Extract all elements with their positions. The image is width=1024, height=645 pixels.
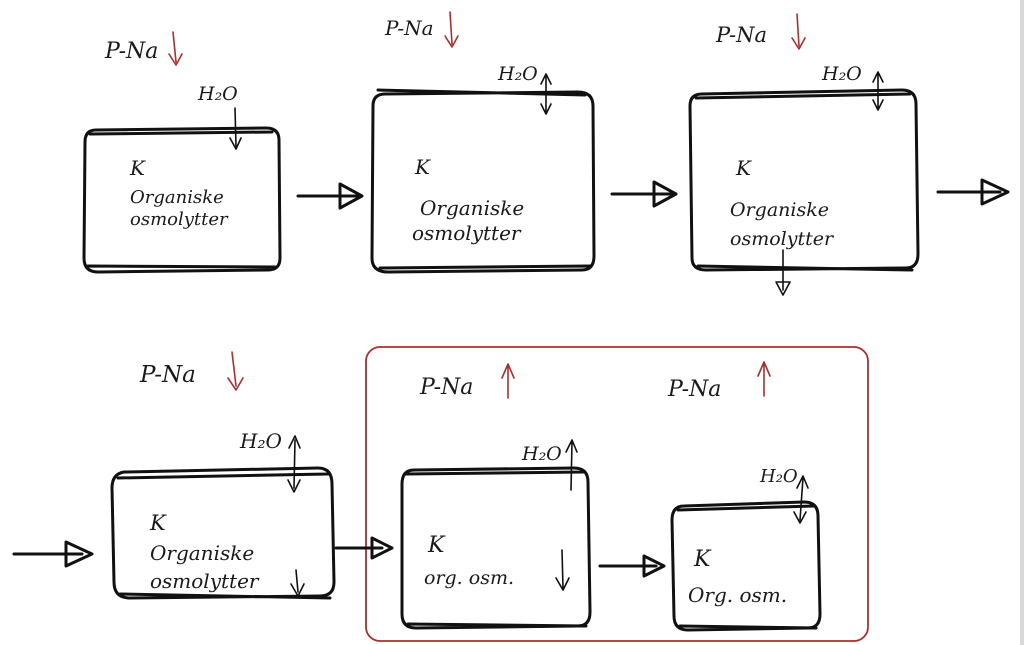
org-osm-label-5: org. osm. — [424, 567, 514, 589]
highlight-frame — [365, 346, 869, 642]
p-na-label-4: P-Na — [139, 362, 196, 388]
p-na-down-arrow-icon-1 — [168, 31, 183, 66]
cell-2: P-Na H₂O K Organiske osmolytter — [370, 11, 596, 274]
organic-label-2a: Organiske — [420, 196, 524, 220]
organic-label-3b: osmolytter — [730, 228, 835, 250]
organic-label-4a: Organiske — [150, 541, 254, 565]
cell-box-5 — [400, 466, 592, 630]
cell-6: P-Na H₂O K Org. osm. — [667, 361, 822, 632]
p-na-down-arrow-icon-2 — [444, 11, 459, 48]
cell-box-2 — [370, 88, 596, 274]
p-na-down-arrow-icon-4 — [227, 351, 244, 391]
flow-arrow-icon-2 — [610, 180, 678, 208]
flow-arrow-icon-3 — [936, 178, 1010, 206]
flow-arrow-icon-1 — [296, 182, 364, 210]
cell-box-1 — [82, 126, 282, 274]
h2o-updown-arrow-icon-4 — [287, 435, 301, 493]
p-na-up-arrow-icon-6 — [757, 361, 771, 397]
cation-label-4: K — [149, 511, 167, 535]
flow-arrow-icon-5 — [598, 554, 666, 578]
cell-4: P-Na H₂O K Organiske osmolytter — [110, 351, 336, 600]
cell-1: P-Na H₂O K Organiske osmolytter — [82, 31, 282, 274]
org-osm-label-6: Org. osm. — [688, 583, 787, 607]
osmolyte-down-arrow-icon-3 — [775, 249, 791, 296]
p-na-label-5: P-Na — [419, 375, 473, 400]
p-na-label-2: P-Na — [384, 16, 434, 40]
right-edge-shadow — [1020, 0, 1024, 645]
osmolyte-down-arrow-icon-4 — [290, 569, 305, 597]
organic-label-2b: osmolytter — [412, 221, 522, 245]
osmolyte-down-arrow-icon-5 — [555, 549, 570, 591]
cell-3: P-Na H₂O K Organiske osmolytter — [688, 13, 920, 296]
cell-box-6 — [670, 500, 822, 632]
h2o-label-1: H₂O — [197, 83, 238, 105]
organic-label-4b: osmolytter — [150, 569, 260, 593]
cation-label-1: K — [129, 156, 146, 180]
flow-arrow-icon-incoming — [12, 540, 94, 568]
organic-label-3a: Organiske — [730, 199, 829, 221]
h2o-up-arrow-icon-5 — [565, 439, 578, 491]
cation-label-2: K — [414, 155, 431, 179]
cell-box-3 — [688, 88, 920, 272]
p-na-label-1: P-Na — [104, 39, 158, 64]
h2o-label-4: H₂O — [239, 429, 282, 453]
h2o-label-6: H₂O — [759, 466, 798, 487]
cell-5: P-Na H₂O K org. osm. — [400, 363, 592, 630]
p-na-label-3: P-Na — [715, 23, 767, 47]
h2o-label-2: H₂O — [497, 63, 538, 85]
p-na-down-arrow-icon-3 — [791, 13, 806, 50]
flow-arrow-icon-4 — [334, 536, 394, 560]
p-na-up-arrow-icon-5 — [501, 363, 515, 399]
organic-label-1b: osmolytter — [130, 209, 229, 230]
p-na-label-6: P-Na — [667, 377, 721, 402]
cell-box-4 — [110, 466, 336, 600]
h2o-updown-arrow-icon-6 — [793, 475, 809, 524]
cation-label-5: K — [427, 533, 446, 558]
h2o-label-5: H₂O — [521, 443, 562, 465]
organic-label-1a: Organiske — [130, 187, 224, 208]
h2o-label-3: H₂O — [821, 63, 862, 85]
cation-label-6: K — [693, 547, 712, 572]
cation-label-3: K — [735, 156, 752, 180]
